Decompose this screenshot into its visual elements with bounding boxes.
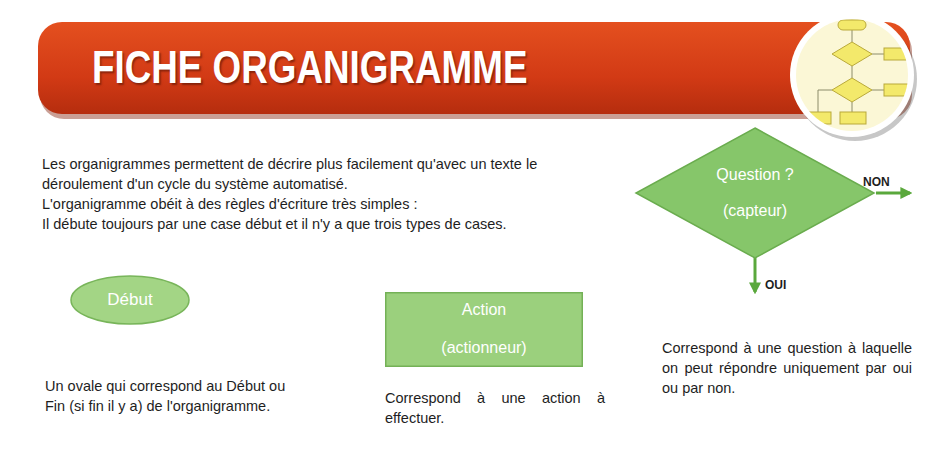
mini-box xyxy=(884,84,910,96)
mini-line xyxy=(872,90,884,91)
mini-flowchart xyxy=(805,20,910,124)
yes-arrow xyxy=(754,254,757,292)
description-text: Un ovale qui correspond au Début ou Fin … xyxy=(45,376,307,416)
mini-line xyxy=(852,30,853,42)
node-text: Début xyxy=(107,290,152,310)
mini-line xyxy=(872,54,884,55)
mini-box xyxy=(805,112,831,124)
mini-diamond xyxy=(832,42,872,66)
no-arrow xyxy=(876,192,910,195)
description-text: Correspond à une question à laquelle on … xyxy=(662,338,912,398)
shape-outline xyxy=(635,127,875,259)
action-box: Action (actionneur) xyxy=(385,292,583,367)
start-oval: Début xyxy=(70,275,190,325)
mini-line xyxy=(818,90,832,91)
diamond-shape xyxy=(636,128,874,258)
node-text: (capteur) xyxy=(723,201,787,221)
intro-text: Les organigrammes permettent de décrire … xyxy=(42,154,570,194)
intro-paragraph: Les organigrammes permettent de décrire … xyxy=(42,154,570,234)
mini-box xyxy=(840,112,866,124)
rect-shape xyxy=(386,292,583,366)
mini-diamond xyxy=(832,78,872,102)
mini-line xyxy=(818,90,819,112)
intro-text: L'organigramme obéit à des règles d'écri… xyxy=(42,194,570,214)
mini-box xyxy=(884,48,910,60)
node-text: Question ? xyxy=(716,165,793,185)
intro-text: Il débute toujours par une case début et… xyxy=(42,214,570,234)
title-text: FICHE ORGANIGRAMME xyxy=(92,40,527,94)
oval-shape xyxy=(71,276,189,324)
decision-diamond: Question ? (capteur) xyxy=(635,127,875,259)
description-text: Correspond à une action à effectuer. xyxy=(385,388,605,428)
node-text: Action xyxy=(462,300,506,320)
mini-line xyxy=(852,66,853,78)
branch-label: NON xyxy=(863,172,890,192)
thumbnail-ring xyxy=(790,13,914,137)
thumbnail-disc xyxy=(796,19,908,131)
mini-start xyxy=(838,20,866,30)
title-banner xyxy=(38,22,910,114)
node-text: (actionneur) xyxy=(441,338,526,358)
branch-label: OUI xyxy=(765,275,786,295)
mini-line xyxy=(852,102,853,112)
